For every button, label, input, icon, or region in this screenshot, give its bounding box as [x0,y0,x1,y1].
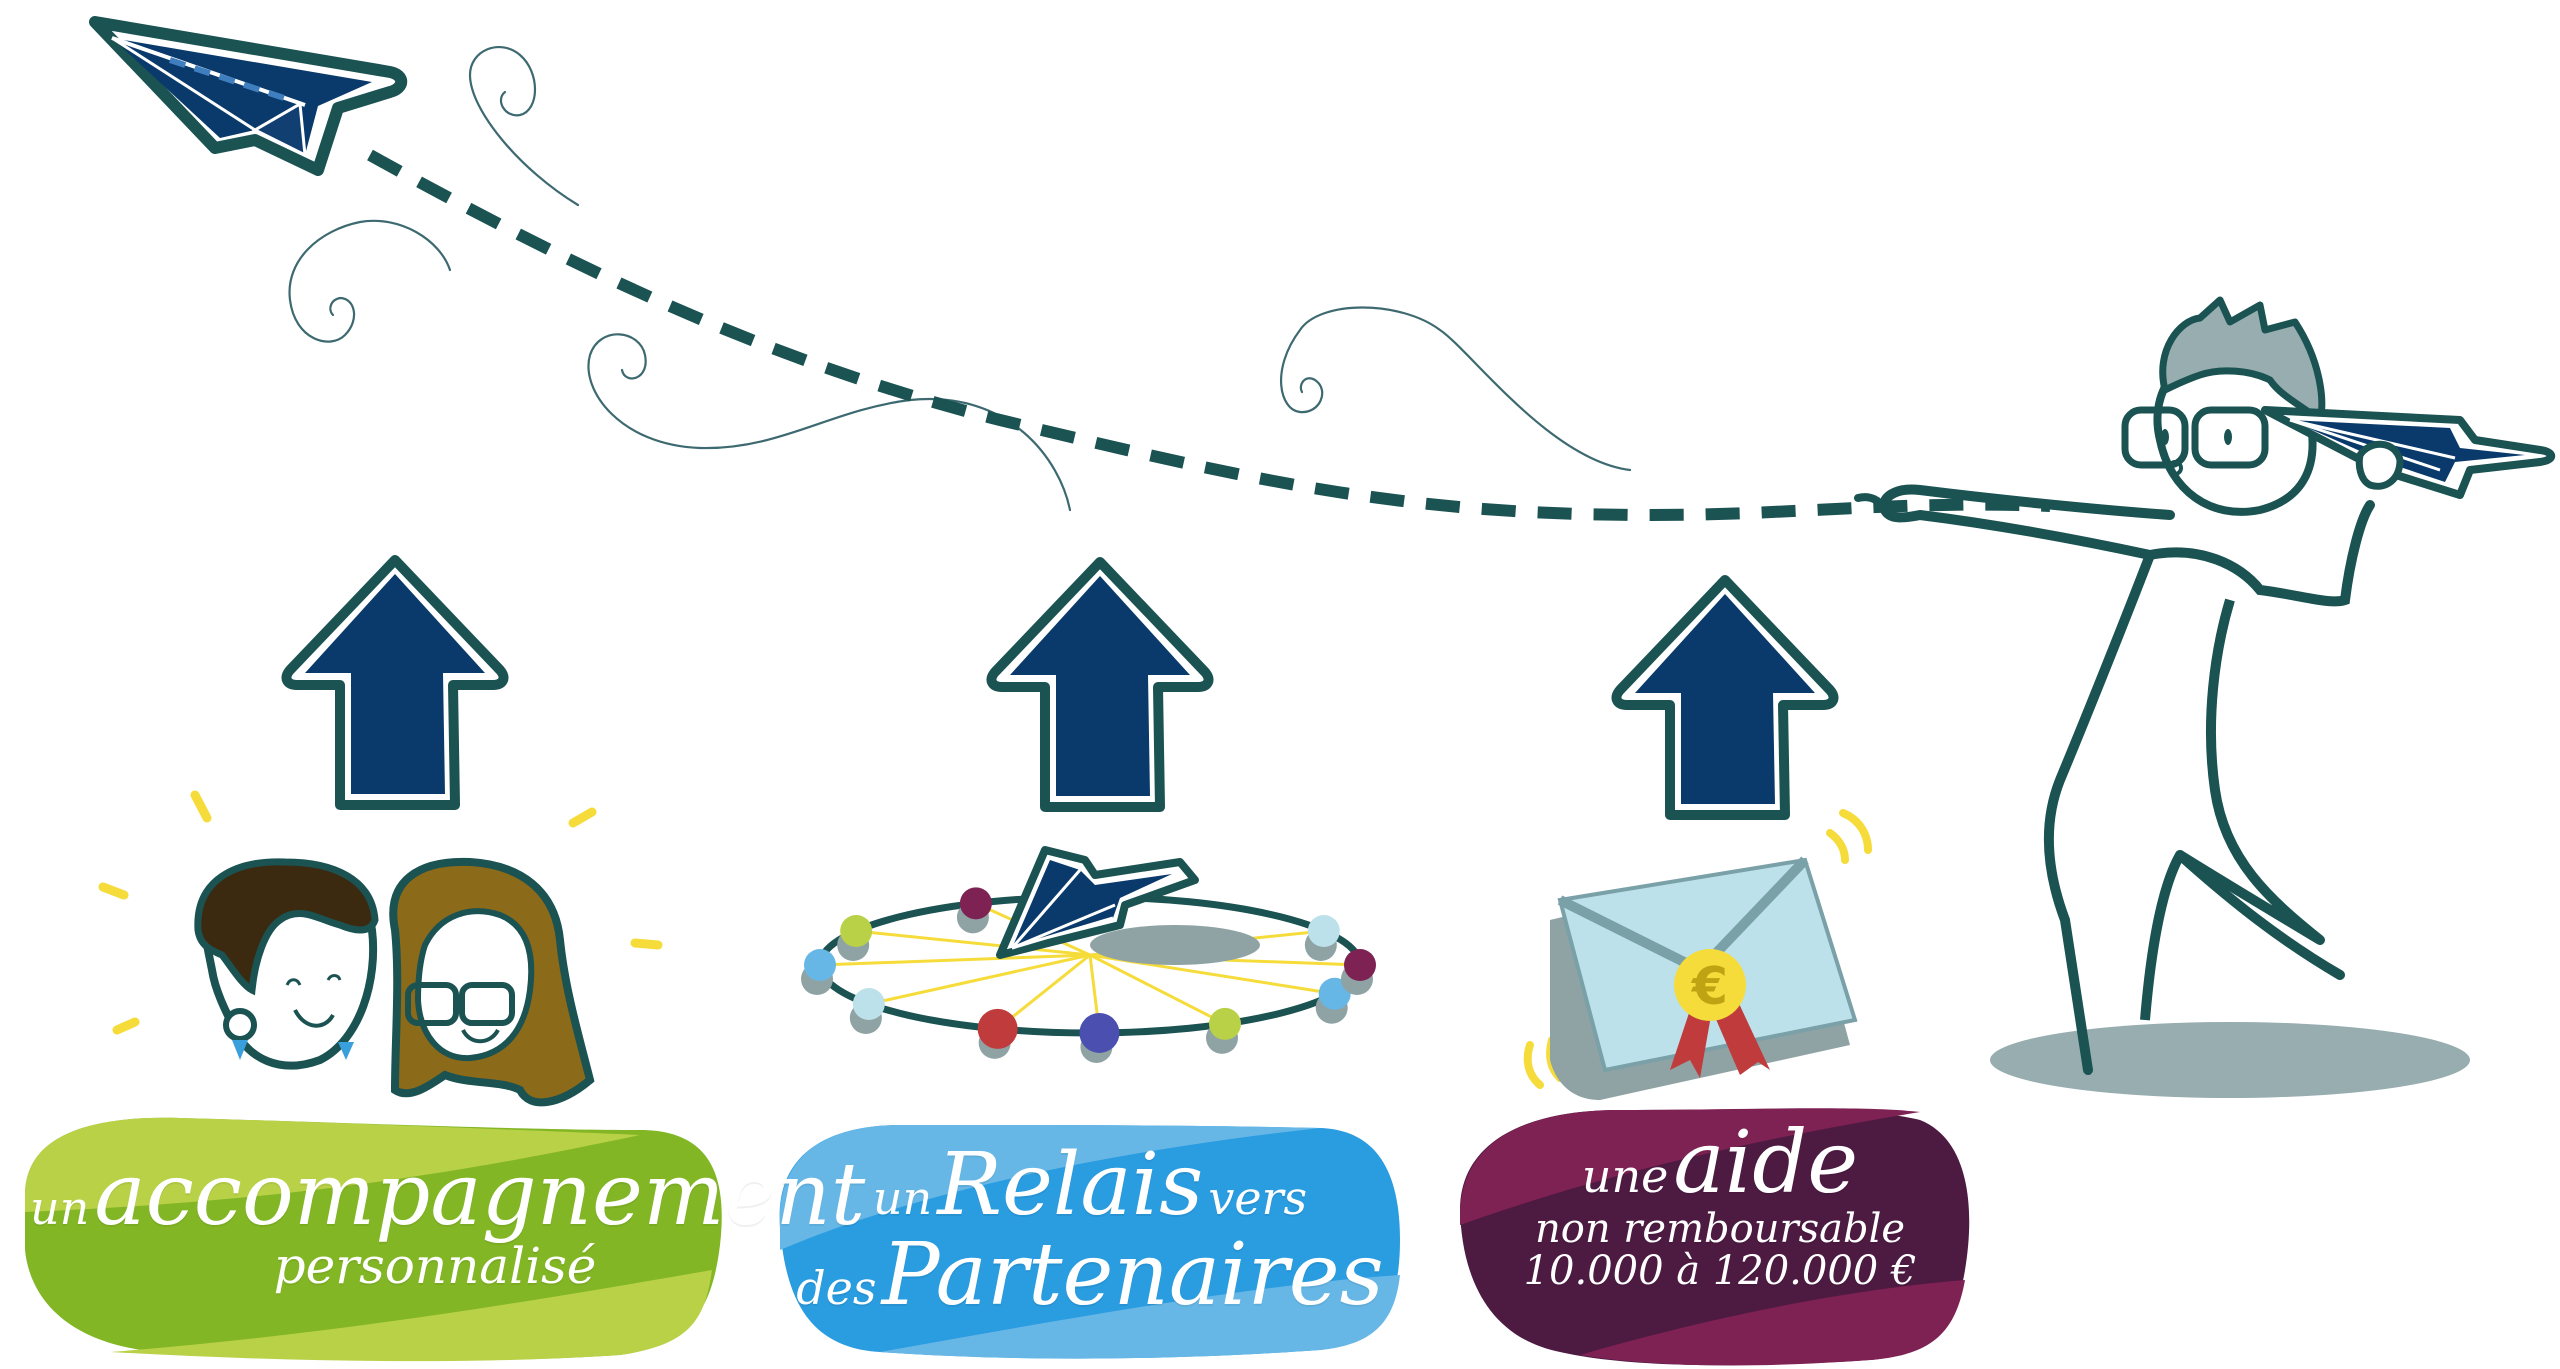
ground-shadow [1990,1022,2470,1098]
network-node [977,1008,1018,1049]
network-link [819,953,1091,967]
label-blob-accompagnement [25,1117,722,1362]
network-link [856,929,1091,957]
character-throwing-plane [1854,296,2556,1098]
network-node [804,949,836,981]
network-node [840,915,873,947]
label-blob-relais [779,1125,1400,1359]
wind-swirls [288,45,1632,512]
partner-network-icon [801,846,1376,1063]
wind-swirl-4 [1279,306,1632,472]
wind-swirl-3 [587,333,1072,512]
network-node [959,887,992,920]
network-plane-fold [1010,869,1082,949]
network-plane-body [1012,860,1172,948]
arrow-up-icon-1 [281,555,509,810]
two-advisors-faces-icon [98,790,663,1107]
network-node [1307,915,1340,947]
network-node [1344,949,1376,981]
label-blob-aide [1460,1108,1970,1366]
arrow-up-icon-3 [1611,575,1839,820]
network-node [852,988,885,1021]
network-plane-fold [1011,903,1116,950]
network-link [1089,953,1226,1026]
arrow-up-icon-2 [986,557,1214,812]
network-link [868,953,1091,1006]
advisor-face-left [194,858,379,1070]
flight-path-dashed [367,149,2051,522]
network-plane-fold [1011,916,1114,950]
paper-plane-in-hand-icon [2261,406,2556,499]
paper-plane-flying-icon [89,16,408,176]
euro-envelope-icon: € [1523,809,1872,1100]
wind-swirl-2 [288,219,452,343]
network-node [1079,1012,1120,1053]
plane-shadow [1090,925,1260,965]
euro-symbol-icon: € [1691,957,1728,1017]
network-node [1209,1007,1241,1040]
wind-swirl-1 [468,45,580,207]
advisor-face-right [389,857,595,1107]
